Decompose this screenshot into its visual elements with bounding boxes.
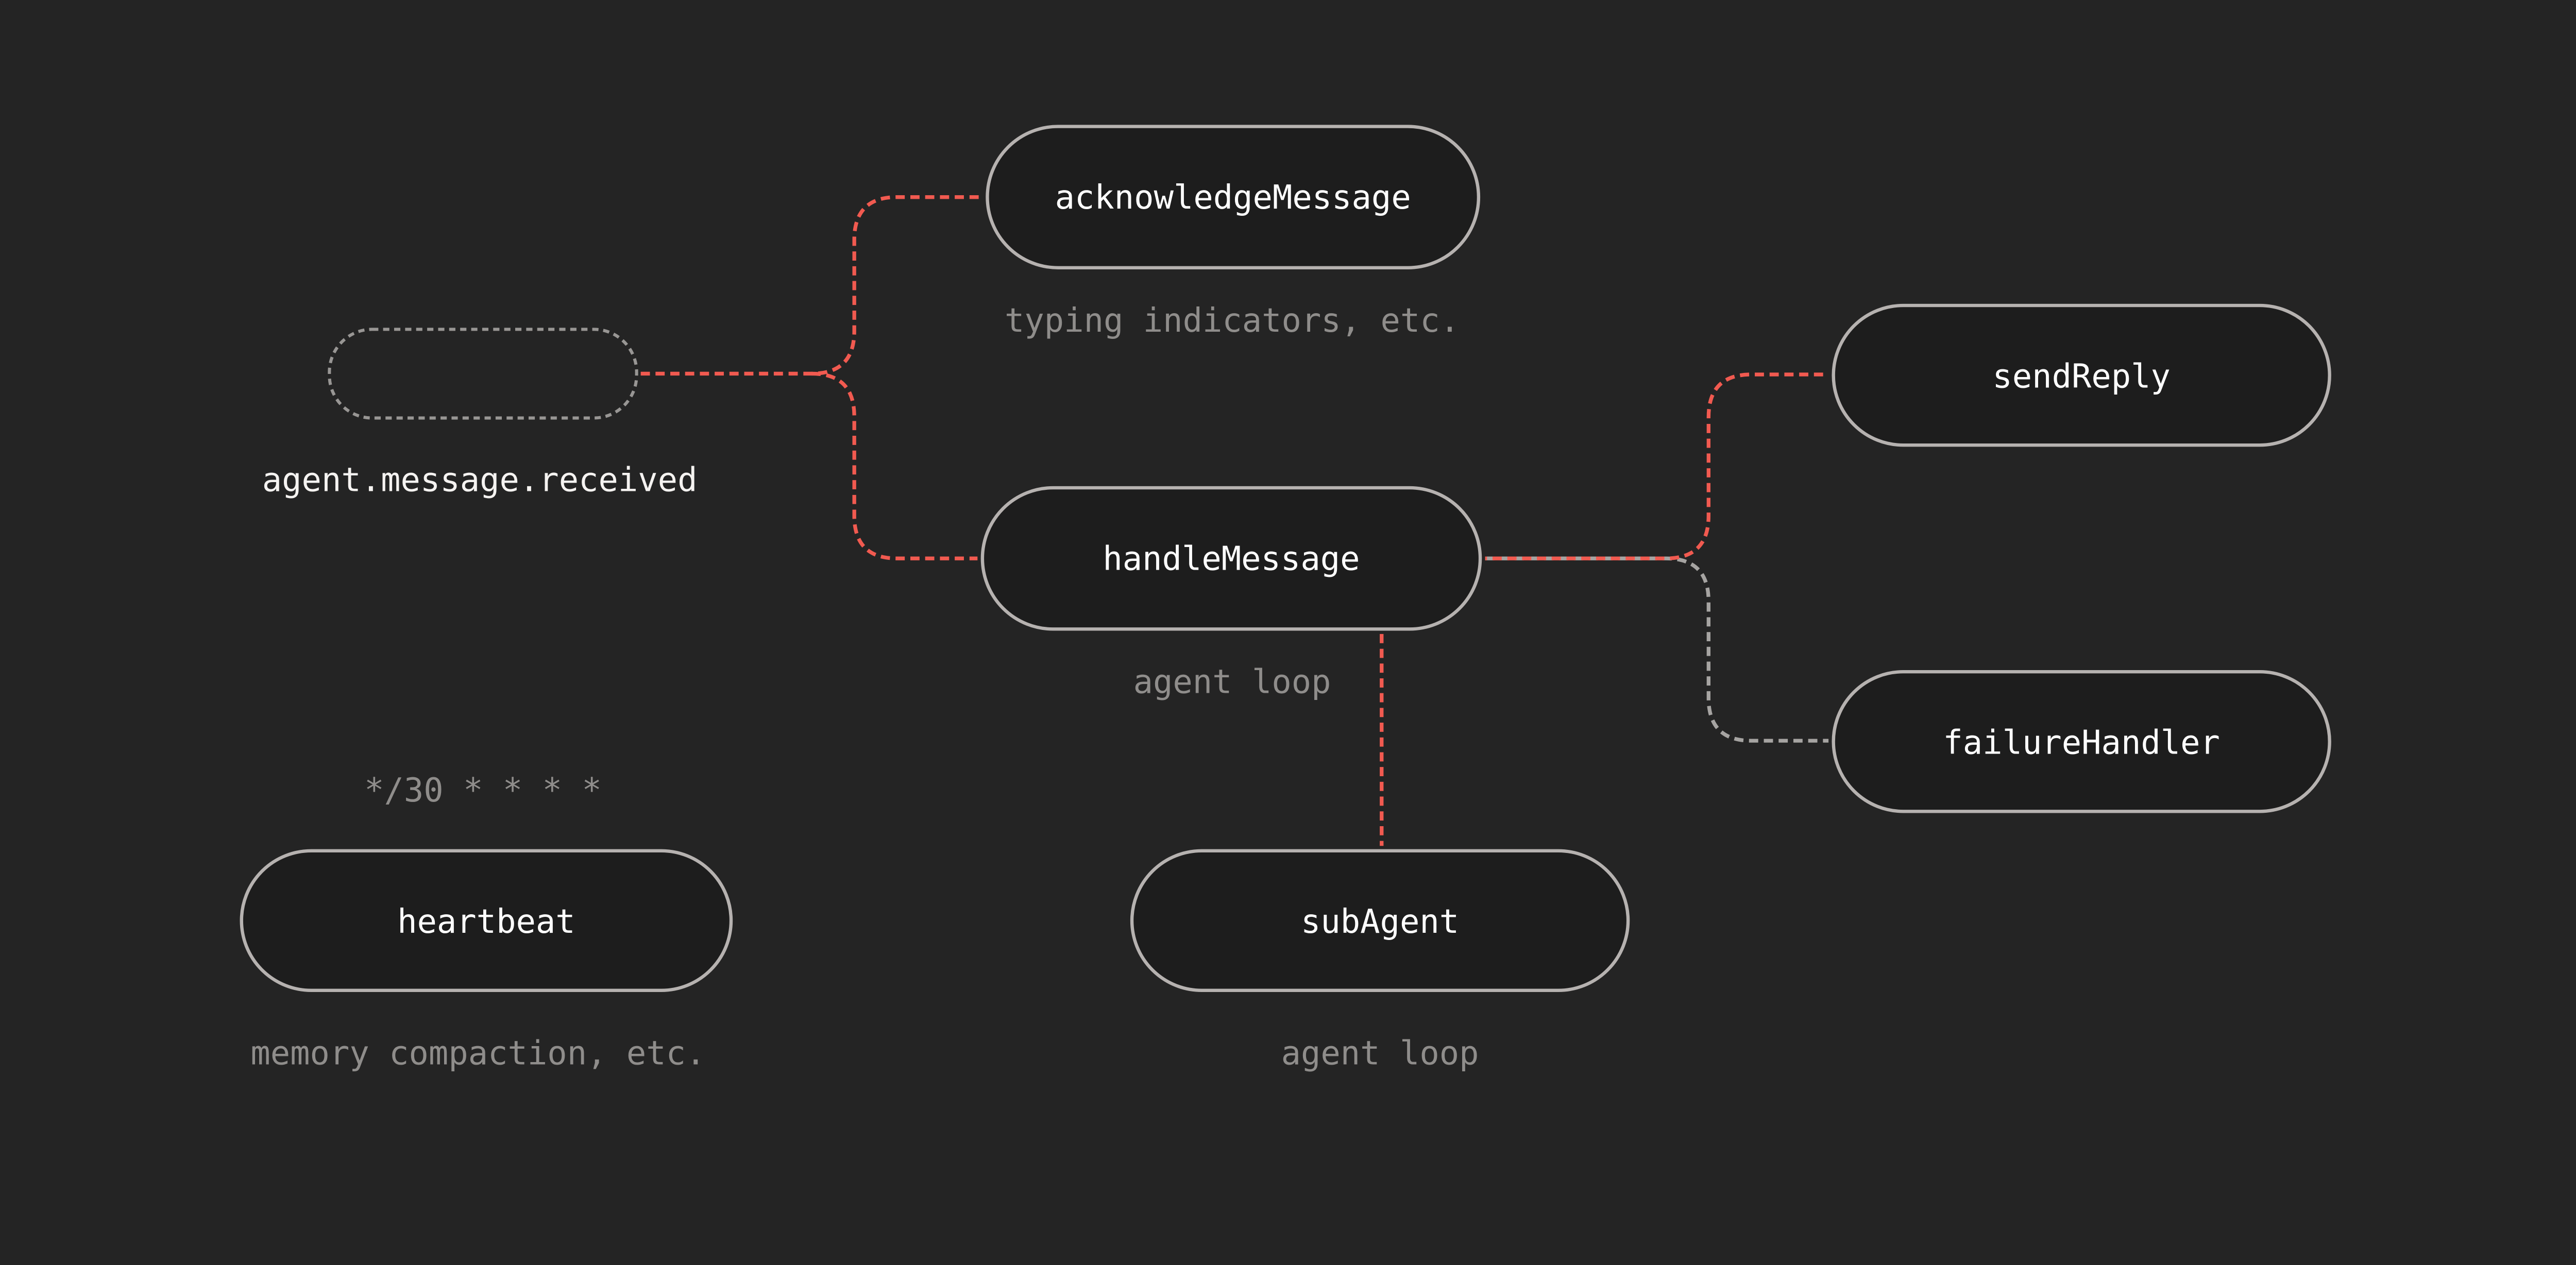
flow-diagram: acknowledgeMessage handleMessage sendRep… — [240, 125, 2331, 1073]
node-heartbeat: heartbeat — [240, 849, 733, 993]
edges-layer — [328, 195, 1829, 846]
edge-handleMessage-to-failureHandler — [1485, 556, 1829, 743]
node-handleMessage: handleMessage — [980, 486, 1482, 631]
edge-trigger-to-acknowledgeMessage — [640, 195, 982, 376]
node-heartbeat-label: heartbeat — [397, 901, 575, 941]
trigger-node-outline — [328, 328, 638, 420]
subAgent-caption: agent loop — [1281, 1033, 1479, 1073]
heartbeat-cron-schedule: */30 * * * * — [364, 770, 602, 810]
node-sendReply-label: sendReply — [1992, 355, 2171, 395]
node-subAgent-label: subAgent — [1300, 901, 1460, 941]
edge-trigger-to-handleMessage — [811, 371, 978, 560]
node-acknowledgeMessage-label: acknowledgeMessage — [1055, 177, 1411, 217]
node-subAgent: subAgent — [1130, 849, 1630, 993]
heartbeat-caption: memory compaction, etc. — [250, 1033, 706, 1073]
handleMessage-caption: agent loop — [1133, 662, 1331, 702]
acknowledgeMessage-caption: typing indicators, etc. — [1005, 300, 1460, 340]
node-failureHandler-label: failureHandler — [1943, 722, 2220, 761]
node-sendReply: sendReply — [1832, 303, 2331, 447]
edge-handleMessage-to-sendReply — [1485, 372, 1829, 560]
node-failureHandler: failureHandler — [1832, 670, 2331, 813]
node-acknowledgeMessage: acknowledgeMessage — [986, 125, 1481, 269]
trigger-event-label: agent.message.received — [262, 459, 698, 500]
node-handleMessage-label: handleMessage — [1103, 538, 1360, 578]
